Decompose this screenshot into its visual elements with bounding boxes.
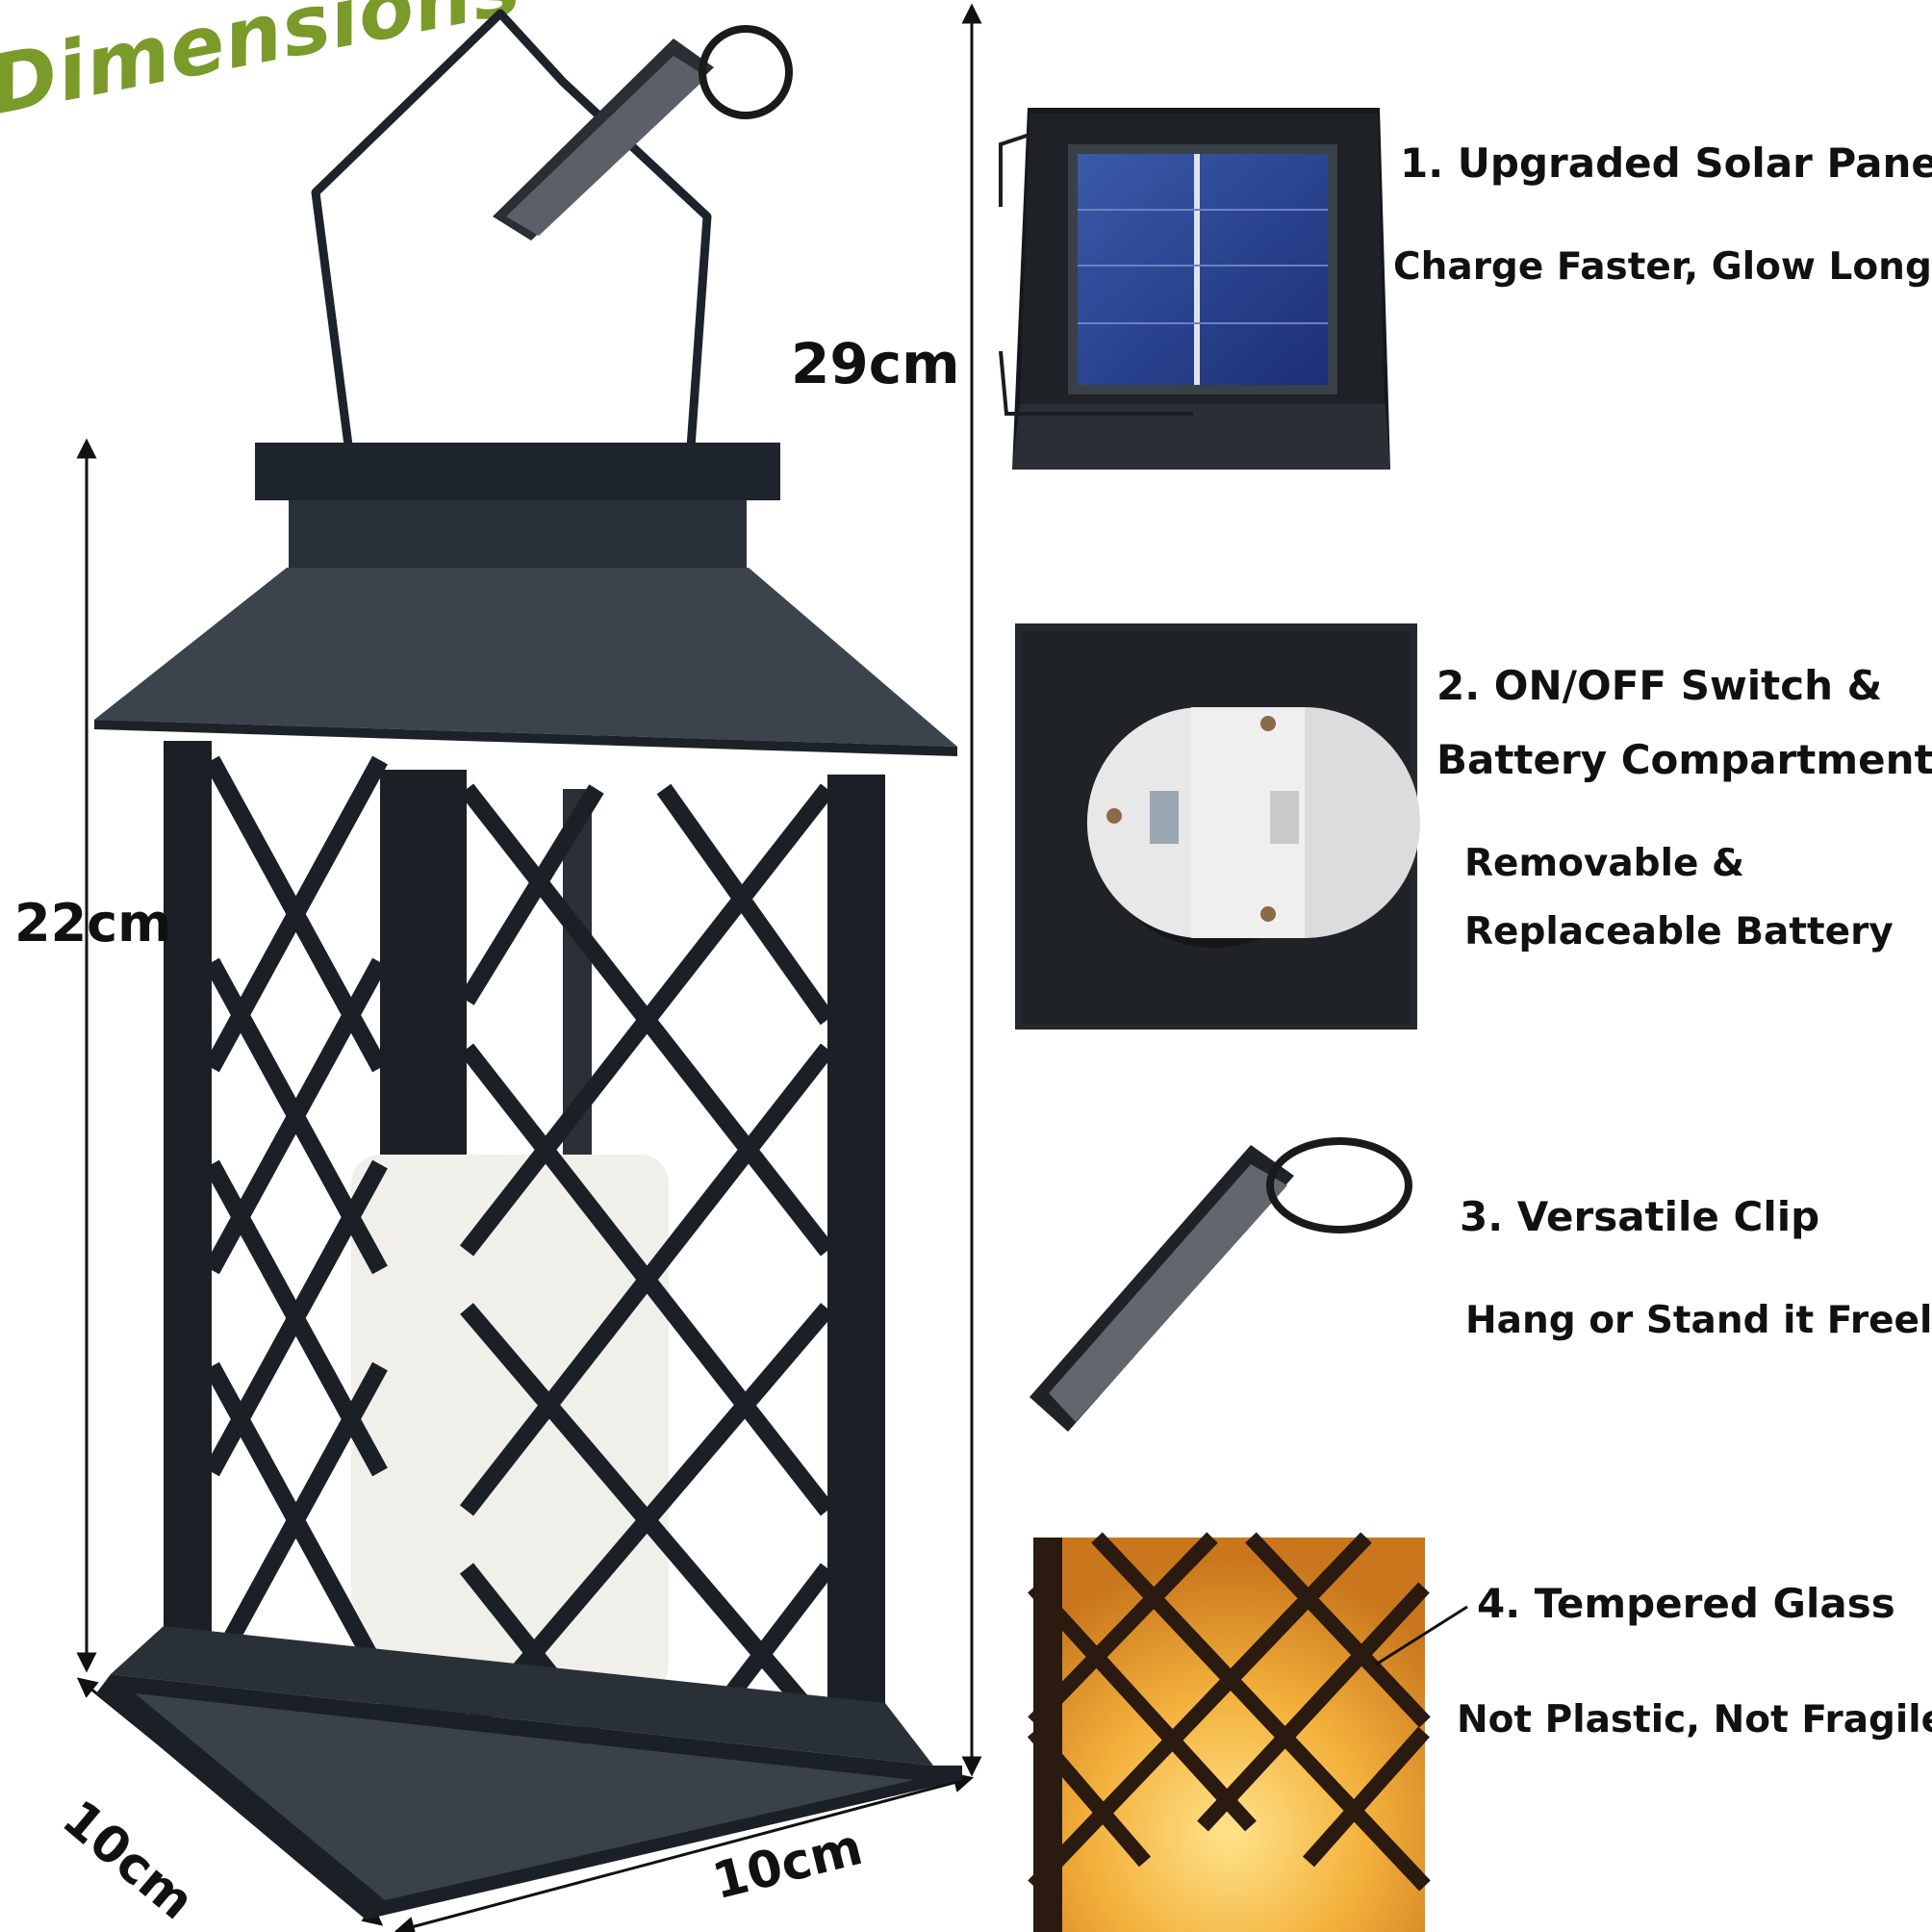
glass-pointer-line xyxy=(1375,1605,1468,1666)
clip-image xyxy=(1030,1137,1412,1432)
feature-1-heading: 1. Upgraded Solar Panel xyxy=(1400,140,1932,187)
handle-clip-icon xyxy=(493,25,793,241)
feature-2-desc-line2: Replaceable Battery xyxy=(1464,910,1894,953)
feature-3-heading: 3. Versatile Clip xyxy=(1460,1193,1820,1240)
label-total-height: 29cm xyxy=(791,331,960,396)
lantern-handle xyxy=(311,9,712,521)
feature-3-desc: Hang or Stand it Freely xyxy=(1465,1299,1932,1342)
lantern-body xyxy=(96,741,962,1919)
width-arrow xyxy=(394,1772,975,1932)
tempered-glass-image xyxy=(1027,1532,1468,1932)
battery-compartment-image xyxy=(1015,623,1420,1030)
lantern-roof xyxy=(94,568,957,747)
solar-panel-image xyxy=(999,108,1390,470)
candle xyxy=(351,1155,669,1693)
feature-2-heading: 2. ON/OFF Switch & xyxy=(1436,662,1883,709)
label-body-height: 22cm xyxy=(14,893,172,953)
lantern-cap xyxy=(255,443,780,500)
feature-2-heading-line2: Battery Compartment xyxy=(1436,736,1932,783)
feature-4-heading: 4. Tempered Glass xyxy=(1477,1580,1895,1627)
feature-1-desc: Charge Faster, Glow Longer xyxy=(1393,245,1932,289)
feature-2-desc: Removable & xyxy=(1464,842,1744,885)
feature-4-desc: Not Plastic, Not Fragile xyxy=(1457,1698,1932,1741)
